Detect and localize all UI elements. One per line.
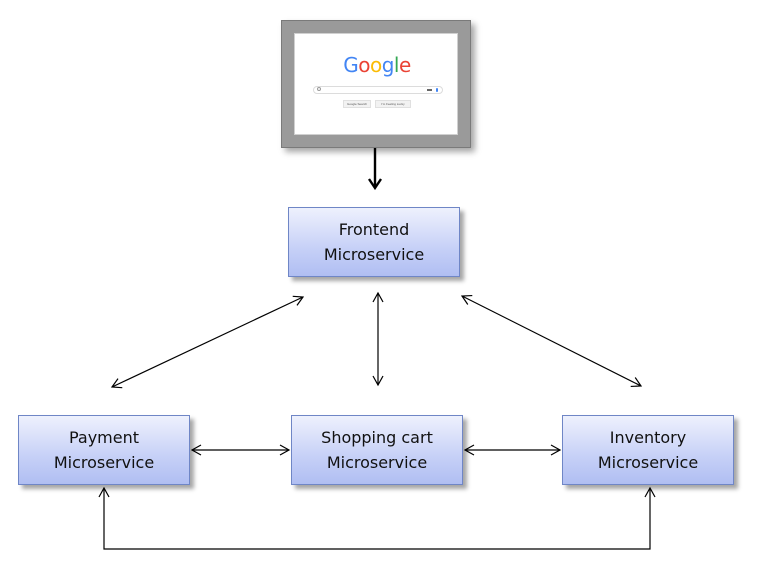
edge-frontend-inventory — [460, 294, 643, 388]
logo-letter: l — [393, 53, 400, 77]
browser-screenshot: Google Google Search I'm Feeling Lucky — [281, 20, 471, 148]
logo-letter: G — [343, 53, 359, 77]
microphone-icon — [436, 88, 438, 92]
google-search-button: Google Search — [343, 100, 371, 108]
logo-letter: g — [381, 53, 395, 77]
frontend-node-label-line1: Frontend — [338, 220, 410, 239]
edge-inventory-payment — [98, 486, 656, 550]
logo-letter: o — [369, 53, 382, 77]
logo-letter: o — [358, 53, 370, 77]
search-input — [313, 86, 443, 94]
search-icon — [317, 87, 321, 91]
inventory-node-label-line1: Inventory — [609, 428, 687, 447]
frontend-microservice-node: Frontend Microservice — [288, 207, 460, 277]
payment-node-label-line1: Payment — [68, 428, 140, 447]
feeling-lucky-button: I'm Feeling Lucky — [375, 100, 411, 108]
inventory-microservice-node: Inventory Microservice — [562, 415, 734, 485]
logo-letter: e — [398, 53, 411, 77]
payment-microservice-node: Payment Microservice — [18, 415, 190, 485]
inventory-node-label-line2: Microservice — [597, 453, 699, 472]
cart-node-label-line1: Shopping cart — [321, 428, 433, 447]
shopping-cart-microservice-node: Shopping cart Microservice — [291, 415, 463, 485]
keyboard-icon — [427, 89, 432, 91]
frontend-node-label-line2: Microservice — [323, 245, 425, 264]
browser-screen: Google Google Search I'm Feeling Lucky — [294, 33, 458, 135]
cart-node-label-line2: Microservice — [326, 453, 428, 472]
google-logo: Google — [295, 53, 459, 77]
edge-frontend-payment — [110, 295, 305, 389]
payment-node-label-line2: Microservice — [53, 453, 155, 472]
